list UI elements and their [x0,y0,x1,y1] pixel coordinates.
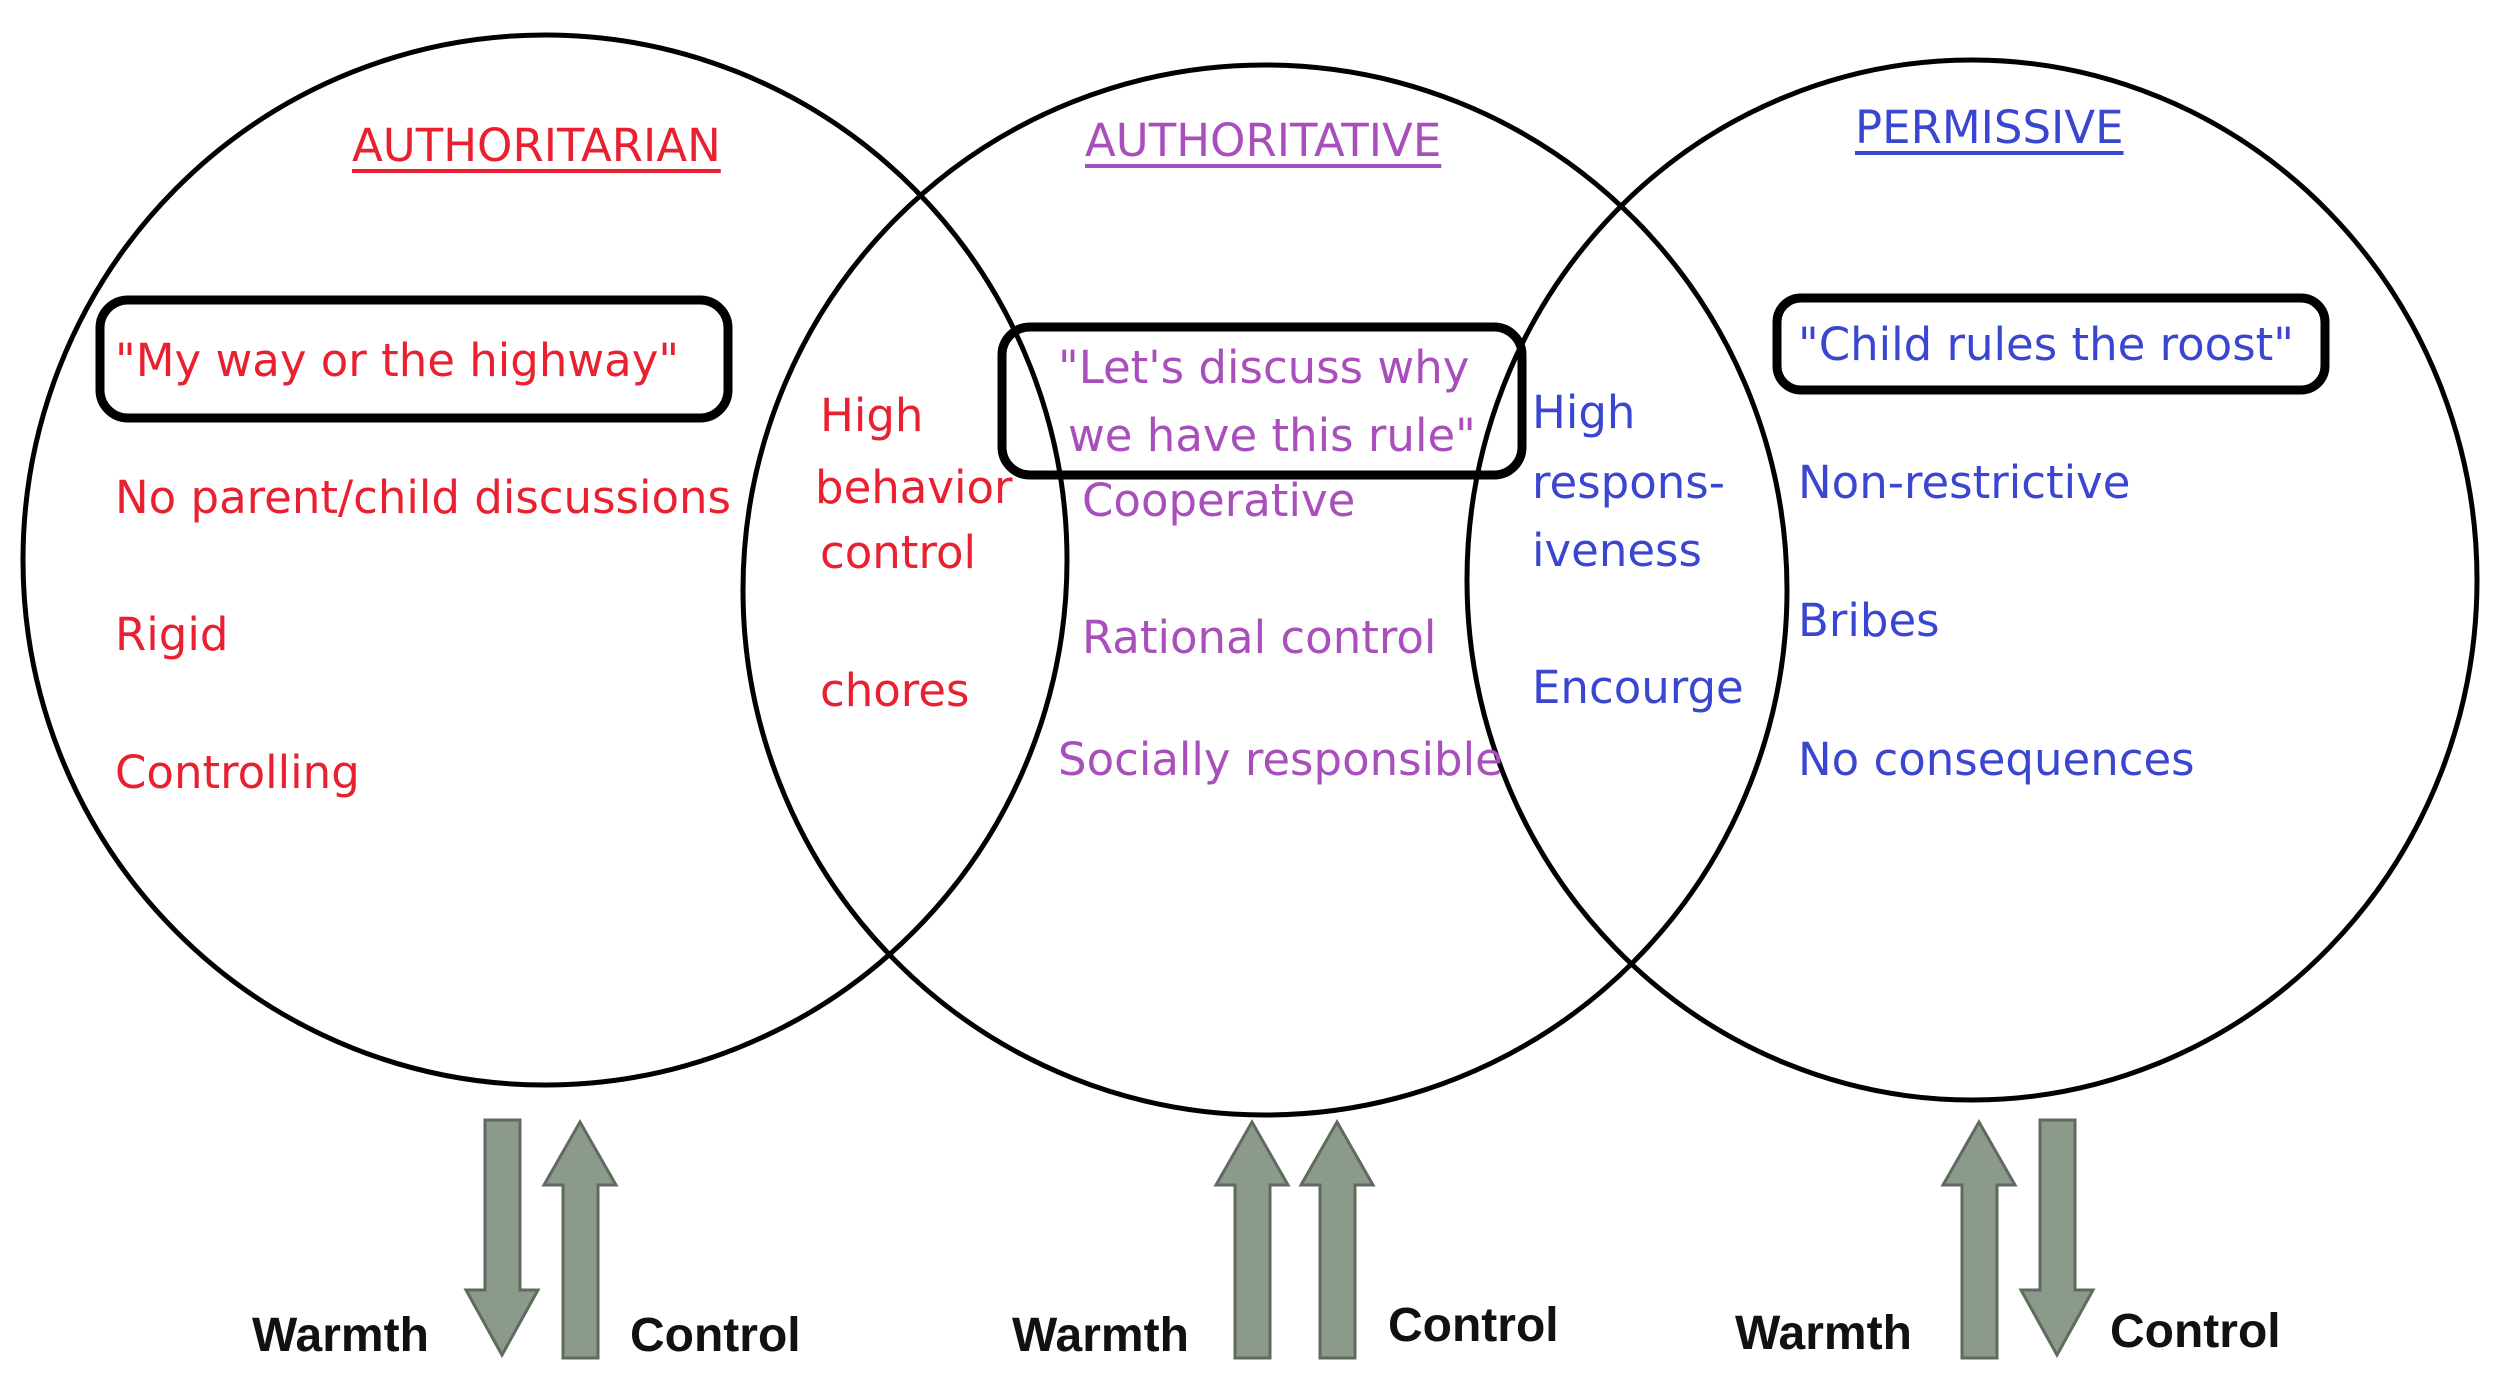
overlap-left-item: chores [820,664,970,717]
warmth-label: Warmth [1735,1307,1912,1360]
authoritative-quote-line-1: "Let's discuss why [1058,341,1470,394]
control-label: Control [2110,1305,2281,1358]
warmth-label: Warmth [1012,1309,1189,1362]
control-label: Control [630,1309,801,1362]
authoritative-quote-box [997,322,1527,480]
overlap-right-item: respons- [1532,456,1725,509]
overlap-right-item: High [1532,386,1636,439]
authoritative-item: Rational control [1082,611,1437,664]
permissive-circle [1464,57,2480,1103]
authoritative-item: Cooperative [1082,474,1356,527]
overlap-left-item: High [820,389,924,442]
control-label: Control [1388,1299,1559,1352]
warmth-label: Warmth [252,1309,429,1362]
overlap-left-item: behavior [815,461,1013,514]
overlap-left-item: control [820,526,976,579]
permissive-item: Bribes [1798,594,1940,647]
overlap-right-item: Encourge [1532,661,1744,714]
warmth-down-arrow [463,1118,541,1359]
permissive-title: PERMISSIVE [1855,101,2124,154]
permissive-quote-box [1772,293,2330,395]
warmth-up-arrow [1213,1118,1291,1360]
control-up-arrow [541,1118,619,1360]
authoritarian-quote-box [95,295,733,423]
authoritarian-item: Rigid [115,608,229,661]
authoritarian-quote: "My way or the highway" [115,334,680,387]
authoritative-item: Socially responsible [1058,733,1503,786]
authoritarian-circle [20,32,1070,1088]
overlap-right-item: iveness [1532,524,1702,577]
authoritative-circle [740,62,1790,1118]
authoritative-title: AUTHORITATIVE [1085,114,1442,167]
warmth-up-arrow [1940,1118,2018,1360]
authoritarian-item: Controlling [115,746,360,799]
permissive-item: No consequences [1798,733,2195,786]
control-down-arrow [2018,1118,2096,1359]
permissive-quote: "Child rules the roost" [1798,318,2294,371]
permissive-item: Non-restrictive [1798,456,2131,509]
authoritarian-title: AUTHORITARIAN [352,119,721,172]
authoritative-quote-line-2: we have this rule" [1068,409,1476,462]
authoritarian-item: No parent/child discussions [115,471,731,524]
control-up-arrow [1298,1118,1376,1360]
